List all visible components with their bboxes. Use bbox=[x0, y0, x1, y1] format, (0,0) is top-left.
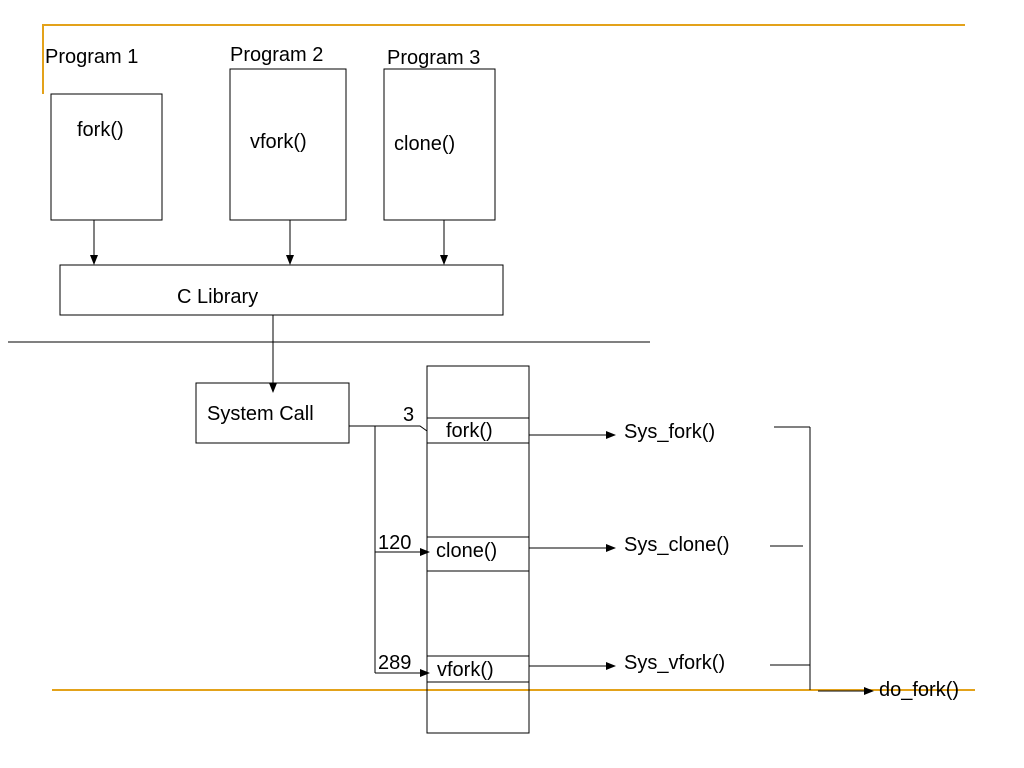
handler-merge-lines bbox=[770, 426, 811, 690]
program-3-box bbox=[383, 68, 496, 221]
system-call-box bbox=[195, 382, 350, 444]
program-2-box bbox=[229, 68, 347, 221]
c-library-box bbox=[59, 264, 504, 316]
slide-decoration bbox=[42, 24, 975, 691]
program-2-call: vfork() bbox=[250, 131, 307, 153]
program-3-call: clone() bbox=[394, 133, 456, 155]
table-entry-clone: clone() bbox=[436, 540, 498, 562]
dispatch-line-fork bbox=[349, 425, 428, 432]
system-call-label: System Call bbox=[207, 403, 314, 425]
program-1-box bbox=[50, 93, 163, 221]
syscall-number-clone: 120 bbox=[378, 532, 412, 554]
table-entry-vfork: vfork() bbox=[437, 659, 494, 681]
syscall-number-fork: 3 bbox=[403, 404, 415, 426]
handler-sys-fork: Sys_fork() bbox=[624, 421, 716, 443]
syscall-dispatch-lines bbox=[349, 425, 430, 677]
c-library-label: C Library bbox=[177, 286, 259, 308]
do-fork-label: do_fork() bbox=[879, 679, 960, 701]
program-3-title: Program 3 bbox=[387, 47, 481, 69]
syscall-table-rows bbox=[427, 417, 529, 683]
program-1-title: Program 1 bbox=[45, 46, 139, 68]
program-1-call: fork() bbox=[77, 119, 124, 141]
handler-sys-vfork: Sys_vfork() bbox=[624, 652, 726, 674]
handler-sys-clone: Sys_clone() bbox=[624, 534, 730, 556]
syscall-number-vfork: 289 bbox=[378, 652, 412, 674]
table-entry-fork: fork() bbox=[446, 420, 493, 442]
program-2-title: Program 2 bbox=[230, 44, 324, 66]
